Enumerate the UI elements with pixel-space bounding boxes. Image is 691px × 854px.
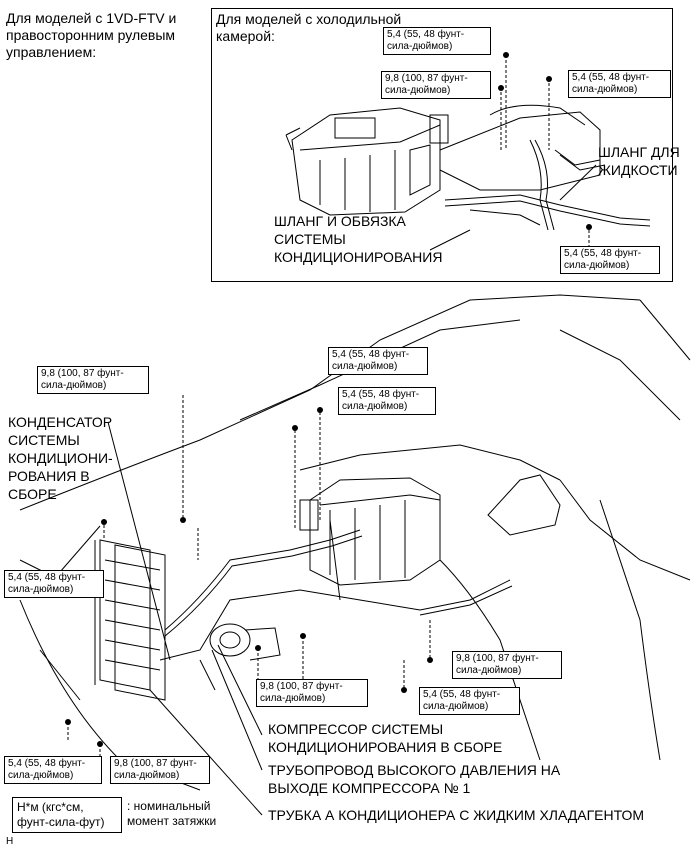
inset-torque-bottom: 5,4 (55, 48 фунт- сила-дюймов) — [560, 246, 660, 274]
inset-torque-top: 5,4 (55, 48 фунт- сила-дюймов) — [383, 27, 491, 55]
bolt-markers — [65, 52, 592, 747]
inset-console — [429, 104, 601, 191]
label-condenser: КОНДЕНСАТОР СИСТЕМЫ КОНДИЦИОНИ- РОВАНИЯ … — [8, 414, 113, 502]
vehicle-body-outline — [19, 294, 691, 791]
label-high-pressure-pipe: ТРУБОПРОВОД ВЫСОКОГО ДАВЛЕНИЯ НА ВЫХОДЕ … — [268, 762, 561, 796]
torque-box-top-right: 5,4 (55, 48 фунт- сила-дюймов) — [338, 387, 436, 415]
label-liquid-tube: ТРУБКА А КОНДИЦИОНЕРА С ЖИДКИМ ХЛАДАГЕНТ… — [268, 807, 645, 823]
torque-box-top-center: 5,4 (55, 48 фунт- сила-дюймов) — [328, 347, 428, 375]
torque-legend-description: : номинальный момент затяжки — [127, 799, 217, 828]
inset-torque-right: 5,4 (55, 48 фунт- сила-дюймов) — [568, 70, 671, 98]
torque-box-bottom-center: 9,8 (100, 87 фунт- сила-дюймов) — [110, 756, 210, 784]
refrigerator-inset-frame — [211, 8, 673, 282]
torque-box-right-bottom: 5,4 (55, 48 фунт- сила-дюймов) — [419, 687, 520, 715]
main-compressor — [209, 623, 281, 661]
figure-code: H — [6, 836, 14, 847]
torque-box-bottom-left: 5,4 (55, 48 фунт- сила-дюймов) — [4, 756, 102, 784]
torque-box-right-top: 9,8 (100, 87 фунт- сила-дюймов) — [452, 651, 562, 679]
inset-torque-mid: 9,8 (100, 87 фунт- сила-дюймов) — [381, 71, 491, 99]
model-note-1vd: Для моделей с 1VD-FTV и правосторонним р… — [6, 10, 177, 60]
main-hvac-unit — [299, 477, 441, 586]
main-condenser — [94, 539, 166, 701]
torque-unit-legend: Н*м (кгс*см, фунт-сила-фут) — [12, 797, 122, 833]
main-pipes — [159, 519, 513, 691]
inset-pipes — [444, 139, 651, 231]
inset-label-ac-harness: ШЛАНГ И ОБВЯЗКА СИСТЕМЫ КОНДИЦИОНИРОВАНИ… — [274, 213, 443, 265]
torque-box-left: 5,4 (55, 48 фунт- сила-дюймов) — [4, 570, 104, 598]
torque-box-compressor: 9,8 (100, 87 фунт- сила-дюймов) — [256, 679, 368, 707]
inset-title: Для моделей с холодильной камерой: — [216, 11, 402, 44]
inset-label-liquid-hose: ШЛАНГ ДЛЯ ЖИДКОСТИ — [598, 144, 680, 178]
torque-box-top-left: 9,8 (100, 87 фунт- сила-дюймов) — [37, 366, 149, 394]
inset-hvac-unit — [285, 107, 441, 216]
label-compressor: КОМПРЕССОР СИСТЕМЫ КОНДИЦИОНИРОВАНИЯ В С… — [268, 721, 503, 755]
